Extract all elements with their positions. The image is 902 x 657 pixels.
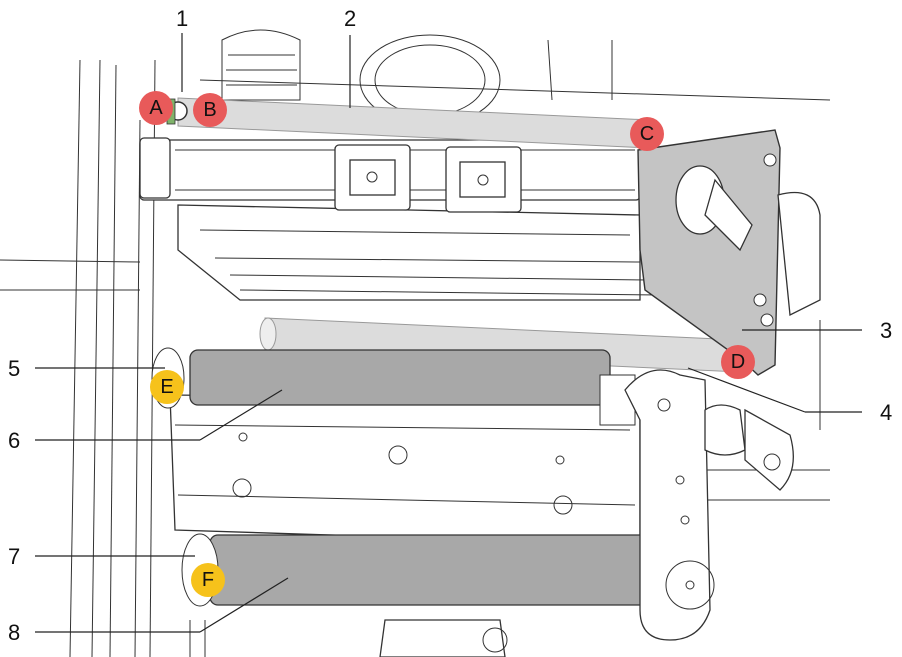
printhead-carrier	[139, 137, 661, 301]
callout-6: 6	[8, 428, 20, 453]
marker-a-label: A	[149, 97, 163, 119]
marker-d-label: D	[731, 351, 745, 373]
bottom-parts	[189, 619, 508, 657]
callout-1: 1	[176, 6, 188, 31]
lower-roller	[181, 533, 651, 607]
marker-e-label: E	[160, 376, 173, 398]
marker-d: D	[721, 345, 755, 379]
marker-c-label: C	[640, 123, 654, 145]
callout-7: 7	[8, 544, 20, 569]
right-bracket	[637, 129, 821, 376]
lower-frame	[169, 394, 641, 546]
leader-lines	[35, 33, 862, 633]
callout-2: 2	[344, 6, 356, 31]
marker-b-label: B	[203, 99, 216, 121]
callout-3: 3	[880, 318, 892, 343]
callout-5: 5	[8, 356, 20, 381]
marker-c: C	[630, 117, 664, 151]
lever-arm	[624, 369, 794, 641]
marker-b: B	[193, 93, 227, 127]
marker-a: A	[139, 91, 173, 125]
callout-4: 4	[880, 400, 892, 425]
marker-f-label: F	[202, 569, 214, 591]
callout-8: 8	[8, 620, 20, 645]
marker-e: E	[150, 370, 184, 404]
marker-f: F	[191, 563, 225, 597]
